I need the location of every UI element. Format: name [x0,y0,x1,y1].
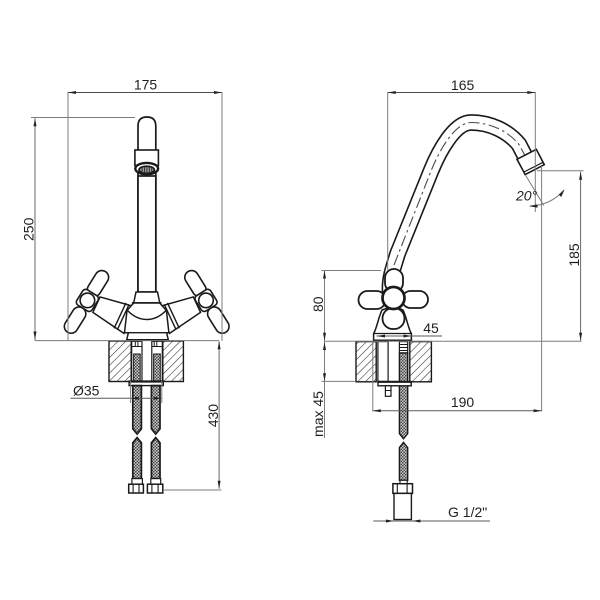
svg-text:165: 165 [451,77,475,93]
svg-text:45: 45 [423,320,439,336]
svg-text:80: 80 [310,296,326,312]
svg-text:Ø35: Ø35 [73,383,100,399]
svg-text:175: 175 [134,77,158,93]
svg-text:430: 430 [205,404,221,428]
svg-text:20°: 20° [515,188,538,204]
svg-text:190: 190 [451,394,475,410]
svg-text:G 1/2": G 1/2" [448,504,487,520]
svg-text:185: 185 [566,243,582,267]
svg-text:250: 250 [20,217,36,241]
svg-text:max 45: max 45 [310,391,326,437]
